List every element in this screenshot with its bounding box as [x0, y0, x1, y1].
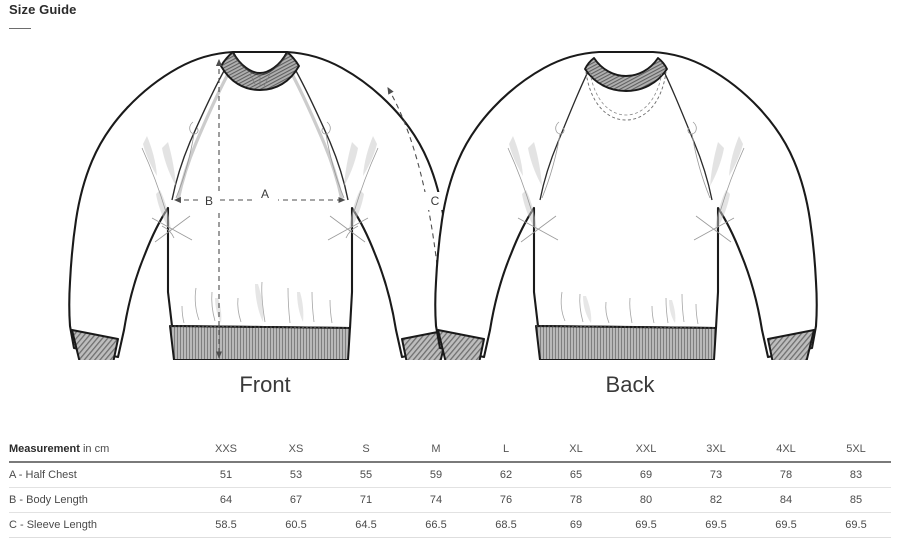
table-header-row: Measurement in cm XXS XS S M L XL XXL 3X… — [9, 437, 891, 463]
cell-body-length-l: 76 — [471, 487, 541, 513]
row-label-body-length: B - Body Length — [9, 487, 191, 513]
cell-body-length-xs: 67 — [261, 487, 331, 513]
garment-illustration: A B C — [0, 30, 900, 360]
measurement-header-unit: in cm — [79, 443, 110, 455]
front-right-shoulder-seam — [285, 53, 349, 201]
front-left-cuff — [71, 329, 119, 360]
cell-body-length-xxl: 80 — [611, 487, 681, 513]
dimension-b: B — [198, 58, 223, 359]
cell-sleeve-length-xl: 69 — [541, 512, 611, 538]
cell-half-chest-4xl: 78 — [751, 462, 821, 488]
front-collar-fold-lines — [249, 73, 271, 87]
cell-sleeve-length-xs: 60.5 — [261, 512, 331, 538]
cell-sleeve-length-4xl: 69.5 — [751, 512, 821, 538]
front-left-shoulder-seam — [171, 53, 235, 201]
cell-sleeve-length-xxl: 69.5 — [611, 512, 681, 538]
cell-half-chest-l: 62 — [471, 462, 541, 488]
front-garment: A B C — [68, 50, 452, 360]
back-shading — [509, 136, 743, 232]
cell-sleeve-length-3xl: 69.5 — [681, 512, 751, 538]
front-view-label: Front — [239, 372, 291, 397]
dimension-c-label: C — [431, 194, 440, 208]
back-neck-facing-outer — [585, 71, 667, 121]
back-collar — [584, 57, 668, 92]
back-right-cuff — [767, 329, 815, 360]
cell-sleeve-length-m: 66.5 — [401, 512, 471, 538]
back-body-outline — [434, 50, 818, 359]
front-hem-ripples — [181, 281, 333, 324]
back-hem-shade — [583, 296, 676, 323]
back-right-shoulder-seam — [657, 59, 713, 201]
back-garment — [434, 50, 818, 360]
front-hem-band — [169, 325, 351, 360]
measurement-header-strong: Measurement — [9, 443, 80, 455]
size-header-m: M — [401, 437, 471, 463]
cell-body-length-xxs: 64 — [191, 487, 261, 513]
back-left-shoulder-seam — [539, 59, 595, 201]
measurement-header: Measurement in cm — [9, 437, 191, 463]
size-header-s: S — [331, 437, 401, 463]
size-chart-table: Measurement in cm XXS XS S M L XL XXL 3X… — [9, 437, 891, 538]
dimension-a-label: A — [261, 187, 269, 201]
table-row: A - Half Chest 51 53 55 59 62 65 69 73 7… — [9, 462, 891, 488]
back-neck-facing-inner — [589, 71, 663, 116]
size-header-xl: XL — [541, 437, 611, 463]
cell-body-length-s: 71 — [331, 487, 401, 513]
cell-half-chest-5xl: 83 — [821, 462, 891, 488]
cell-sleeve-length-xxs: 58.5 — [191, 512, 261, 538]
cell-half-chest-s: 55 — [331, 462, 401, 488]
cell-sleeve-length-s: 64.5 — [331, 512, 401, 538]
table-row: C - Sleeve Length 58.5 60.5 64.5 66.5 68… — [9, 512, 891, 538]
size-header-4xl: 4XL — [751, 437, 821, 463]
row-label-half-chest: A - Half Chest — [9, 462, 191, 488]
front-shading — [143, 136, 377, 232]
cell-body-length-xl: 78 — [541, 487, 611, 513]
table-row: B - Body Length 64 67 71 74 76 78 80 82 … — [9, 487, 891, 513]
back-hem-ripples — [560, 291, 699, 325]
dimension-b-label: B — [205, 194, 213, 208]
cell-body-length-5xl: 85 — [821, 487, 891, 513]
back-drape-lines — [507, 121, 745, 243]
cell-half-chest-3xl: 73 — [681, 462, 751, 488]
page-title: Size Guide — [9, 2, 77, 17]
cell-body-length-m: 74 — [401, 487, 471, 513]
size-header-xxl: XXL — [611, 437, 681, 463]
size-header-l: L — [471, 437, 541, 463]
row-label-sleeve-length: C - Sleeve Length — [9, 512, 191, 538]
cell-body-length-4xl: 84 — [751, 487, 821, 513]
cell-half-chest-xxl: 69 — [611, 462, 681, 488]
front-drape-lines — [141, 121, 379, 243]
cell-half-chest-xl: 65 — [541, 462, 611, 488]
cell-half-chest-xxs: 51 — [191, 462, 261, 488]
cell-sleeve-length-5xl: 69.5 — [821, 512, 891, 538]
size-header-xxs: XXS — [191, 437, 261, 463]
back-view-label: Back — [605, 372, 655, 397]
back-hem-band — [535, 325, 717, 360]
title-divider — [9, 28, 31, 29]
cell-half-chest-xs: 53 — [261, 462, 331, 488]
cell-sleeve-length-l: 68.5 — [471, 512, 541, 538]
size-header-3xl: 3XL — [681, 437, 751, 463]
size-header-5xl: 5XL — [821, 437, 891, 463]
back-left-cuff — [437, 329, 485, 360]
cell-body-length-3xl: 82 — [681, 487, 751, 513]
size-header-xs: XS — [261, 437, 331, 463]
size-chart-head: Measurement in cm XXS XS S M L XL XXL 3X… — [9, 437, 891, 463]
cell-half-chest-m: 59 — [401, 462, 471, 488]
size-chart-body: A - Half Chest 51 53 55 59 62 65 69 73 7… — [9, 462, 891, 538]
